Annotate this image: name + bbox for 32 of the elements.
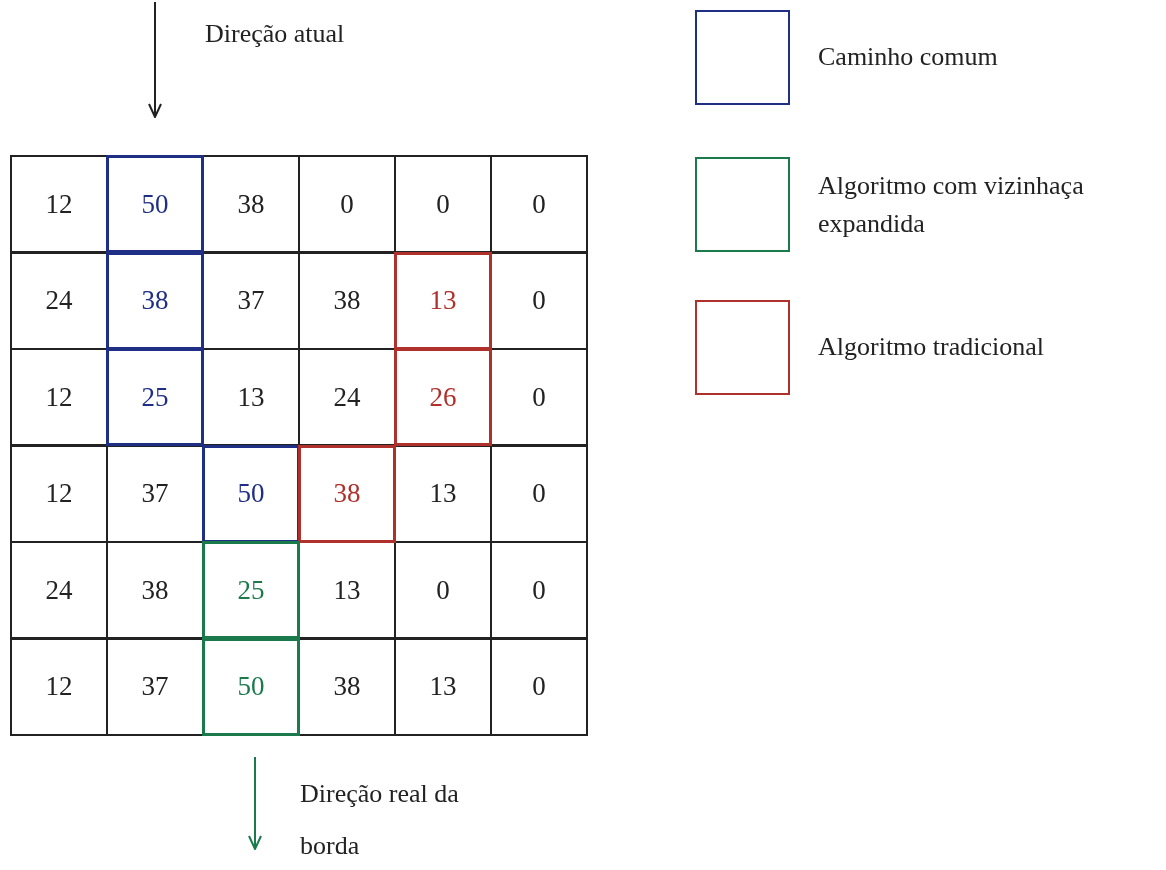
table-cell: 38 [106, 251, 204, 350]
table-cell: 0 [490, 251, 588, 350]
legend-label: Caminho comum [818, 41, 999, 73]
legend-label: Algoritmo com vizinhaça expandida [818, 170, 1085, 240]
table-cell: 50 [202, 637, 300, 736]
legend-label: Algoritmo tradicional [818, 331, 1045, 363]
table-cell: 0 [394, 155, 492, 253]
table-cell: 12 [10, 348, 108, 446]
table-cell: 37 [106, 637, 204, 736]
table-cell: 0 [490, 155, 588, 253]
table-cell: 12 [10, 444, 108, 543]
table-cell: 25 [106, 348, 204, 446]
table-cell: 25 [202, 541, 300, 639]
table-cell: 50 [106, 155, 204, 253]
table-cell: 38 [298, 444, 396, 543]
table-cell: 13 [394, 251, 492, 350]
table-cell: 0 [490, 541, 588, 639]
table-cell: 0 [490, 348, 588, 446]
direction-label: Direção real da borda [300, 778, 460, 862]
table-cell: 12 [10, 155, 108, 253]
direction-label: Direção atual [205, 18, 345, 50]
table-cell: 26 [394, 348, 492, 446]
table-cell: 0 [298, 155, 396, 253]
table-cell: 13 [394, 637, 492, 736]
table-cell: 38 [202, 155, 300, 253]
table-cell: 24 [10, 541, 108, 639]
table-cell: 0 [490, 637, 588, 736]
table-cell: 50 [202, 444, 300, 543]
table-cell: 24 [10, 251, 108, 350]
table-cell: 12 [10, 637, 108, 736]
table-cell: 38 [298, 637, 396, 736]
table-cell: 0 [490, 444, 588, 543]
